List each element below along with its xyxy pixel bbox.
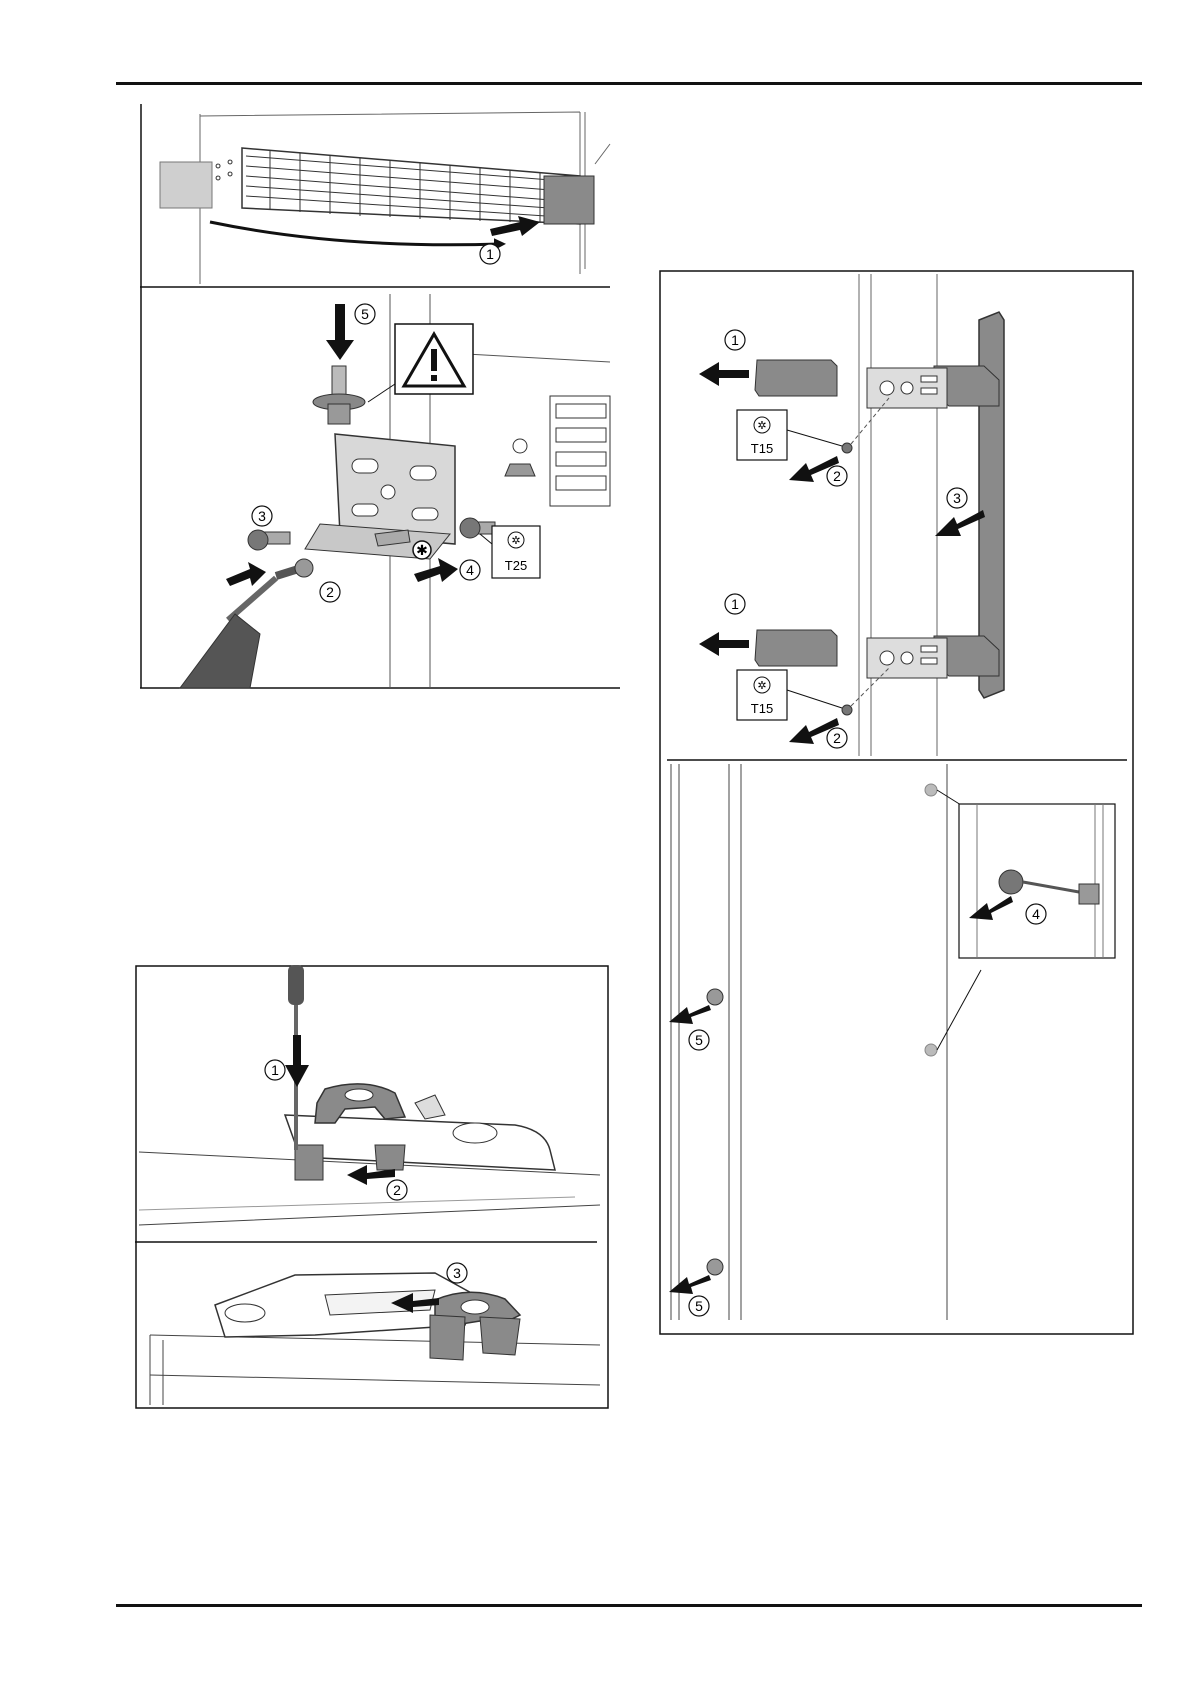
clip-removal-illustration [139,965,600,1225]
svg-text:2: 2 [393,1182,401,1198]
step-5-callout: 5 [355,304,375,324]
svg-text:1: 1 [271,1062,279,1078]
svg-text:3: 3 [953,490,961,506]
svg-text:T15: T15 [751,441,773,456]
screw-3 [248,530,290,550]
step-2-callout: 2 [320,582,340,602]
torx-icon: ✲ [511,535,520,547]
hinge-pin [313,366,395,424]
svg-text:1: 1 [486,246,494,262]
svg-text:1: 1 [731,332,739,348]
clip-step-1-callout: 1 [265,1060,285,1080]
handle-step-3-callout: 3 [947,488,967,508]
svg-text:T15: T15 [751,701,773,716]
handle-step-5-callout-top: 5 [689,1030,709,1050]
handle-bracket-top [867,368,947,408]
clip-insertion-illustration [150,1273,600,1405]
hinge-illustration: ✱ [180,294,610,688]
svg-text:5: 5 [695,1032,703,1048]
door-plug-illustration [669,764,1115,1320]
step-3-callout: 3 [252,506,272,526]
svg-text:2: 2 [326,584,334,600]
svg-text:3: 3 [453,1265,461,1281]
plinth-illustration [160,112,610,284]
handle-step-2-callout-bottom: 2 [827,728,847,748]
handle-removal-illustration: ✲ T15 ✲ T15 [699,274,1004,756]
svg-text:✱: ✱ [416,542,428,558]
torx-tool-label-bottom: ✲ T15 [737,670,842,720]
screwdriver-icon [180,578,276,688]
handle-bracket-bottom [867,638,947,678]
step-1-callout: 1 [480,244,500,264]
cover-cap-bottom [755,630,837,666]
svg-text:T25: T25 [505,558,527,573]
handle-step-2-callout-top: 2 [827,466,847,486]
handle-step-5-callout-bottom: 5 [689,1296,709,1316]
torx-icon: ✲ [757,420,766,432]
detail-inset [959,804,1115,958]
svg-text:4: 4 [1032,906,1040,922]
figure-plinth-hinge: 1 ✱ [140,104,620,689]
svg-text:5: 5 [361,306,369,322]
handle-step-1-callout-bottom: 1 [725,594,745,614]
svg-text:2: 2 [833,468,841,484]
torx-tool-label-top: ✲ T15 [737,410,842,460]
cover-cap-top [755,360,837,396]
torx-icon: ✲ [757,680,766,692]
bottom-rule [116,1604,1142,1607]
clip-part-2 [430,1292,520,1360]
step-4-callout: 4 [460,560,480,580]
clip-step-2-callout: 2 [387,1180,407,1200]
top-rule [116,82,1142,85]
screw-4 [460,518,495,538]
screw-2 [276,559,313,577]
handle-step-1-callout-top: 1 [725,330,745,350]
svg-text:3: 3 [258,508,266,524]
svg-text:2: 2 [833,730,841,746]
handle-step-4-callout: 4 [1026,904,1046,924]
svg-text:4: 4 [466,562,474,578]
hinge-bracket: ✱ [305,434,455,559]
figure-handle: ✲ T15 ✲ T15 1 1 2 2 3 [659,270,1135,1336]
svg-text:1: 1 [731,596,739,612]
clip-step-3-callout: 3 [447,1263,467,1283]
figure-clip: 1 2 3 [135,965,610,1410]
warning-triangle-icon [395,324,473,394]
svg-text:5: 5 [695,1298,703,1314]
